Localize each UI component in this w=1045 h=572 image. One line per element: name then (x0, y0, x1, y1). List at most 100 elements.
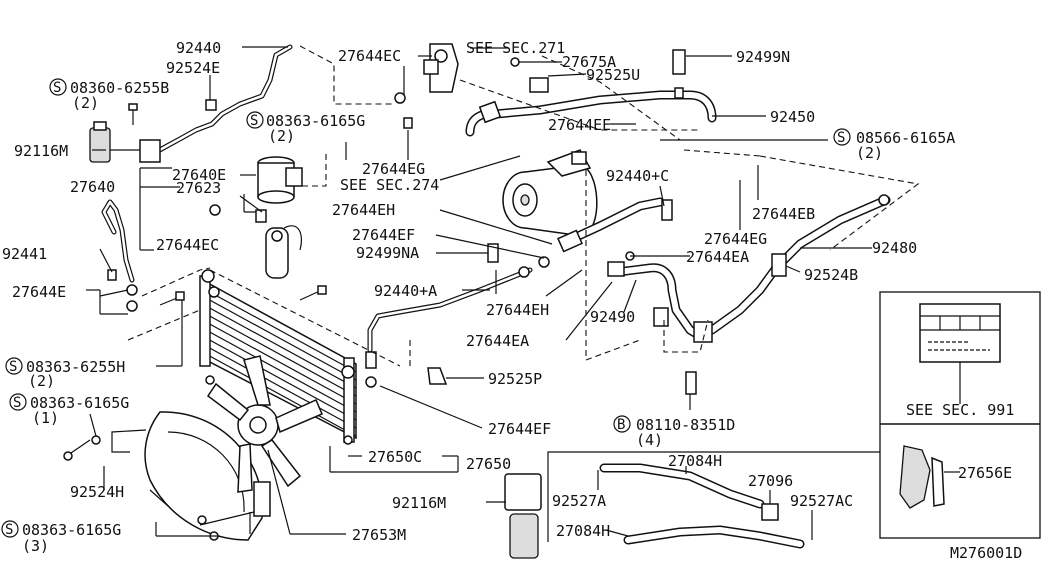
evaporator-bracket-drawing (394, 43, 549, 129)
label-27640E: 27640E (172, 166, 226, 184)
label-see-sec-991: SEE SEC. 991 (906, 401, 1014, 419)
screw-symbol: S (1, 520, 19, 538)
condenser-drawing (199, 269, 357, 445)
label-qty-3: (3) (22, 537, 49, 555)
label-27084H: 27084H (668, 452, 722, 470)
bracket-92525P-drawing (427, 367, 448, 385)
label-27650C: 27650C (368, 448, 422, 466)
label-92116M: 92116M (14, 142, 68, 160)
label-qty-4: (4) (636, 431, 663, 449)
label-27653M: 27653M (352, 526, 406, 544)
label-92499N: 92499N (736, 48, 790, 66)
hose-92450-drawing (465, 90, 717, 137)
label-08566-6165A: 08566-6165A (856, 129, 955, 147)
hose-92440-drawing (153, 44, 293, 155)
label-27644EH: 27644EH (332, 201, 395, 219)
label-92524H: 92524H (70, 483, 124, 501)
label-27644EF-b: 27644EF (488, 420, 551, 438)
sensor-92116M-lower-drawing (504, 473, 542, 559)
label-92450: 92450 (770, 108, 815, 126)
label-92116M-b: 92116M (392, 494, 446, 512)
label-92441: 92441 (2, 245, 47, 263)
fan-shroud-drawing (111, 411, 271, 541)
label-92525U: 92525U (586, 66, 640, 84)
receiver-27640-drawing (209, 156, 303, 279)
label-08363-6165G-bot: 08363-6165G (22, 521, 121, 539)
leader-lines (86, 46, 961, 540)
svg-text:B: B (617, 417, 625, 433)
label-27096: 27096 (748, 472, 793, 490)
label-08363-6165G-top: 08363-6165G (266, 112, 365, 130)
panel-hoses-outline (547, 451, 880, 542)
valve-92499N-drawing (672, 49, 686, 99)
screw-symbol: S (5, 357, 23, 375)
label-diagram-code: M276001D (950, 544, 1022, 562)
label-27644EF: 27644EF (352, 226, 415, 244)
label-27644EG-b: 27644EG (704, 230, 767, 248)
label-27650: 27650 (466, 455, 511, 473)
label-27644EE: 27644EE (548, 116, 611, 134)
hose-27084H-upper-drawing (599, 463, 779, 521)
label-92480: 92480 (872, 239, 917, 257)
compressor-drawing (502, 149, 598, 237)
label-qty-1: (1) (32, 409, 59, 427)
screw-symbol: S (833, 128, 851, 146)
label-27675A: 27675A (562, 53, 616, 71)
label-see-sec-271: SEE SEC.271 (466, 39, 565, 57)
label-27084H-b: 27084H (556, 522, 610, 540)
label-92440: 92440 (176, 39, 221, 57)
svg-text:S: S (250, 113, 258, 129)
label-27640: 27640 (70, 178, 115, 196)
svg-text:S: S (53, 80, 61, 96)
label-qty-2: (2) (28, 372, 55, 390)
part-labels: 92440 92524E 08360-6255B (2) 92116M 2764… (2, 39, 1022, 562)
label-27644EA: 27644EA (686, 248, 749, 266)
svg-text:S: S (9, 359, 17, 375)
label-27644EC-top: 27644EC (338, 47, 401, 65)
label-27656E: 27656E (958, 464, 1012, 482)
label-27644EA-b: 27644EA (466, 332, 529, 350)
label-qty-2: (2) (268, 127, 295, 145)
label-08363-6165G-mid: 08363-6165G (30, 394, 129, 412)
bolt-symbol: B (613, 415, 631, 433)
hose-27084H-lower-drawing (623, 525, 805, 549)
bolt-08110-drawing (685, 371, 697, 395)
fan-27653M-drawing (206, 355, 323, 493)
panel-27656E (879, 423, 1041, 539)
label-08363-6255H: 08363-6255H (26, 358, 125, 376)
pipe-92441-drawing (101, 199, 138, 312)
label-27644EB: 27644EB (752, 205, 815, 223)
bolt-icon (63, 439, 91, 461)
label-27623: 27623 (176, 179, 221, 197)
label-qty-2: (2) (856, 144, 883, 162)
label-92524B: 92524B (804, 266, 858, 284)
label-27644EC-mid: 27644EC (156, 236, 219, 254)
label-08360-6255B: 08360-6255B (70, 79, 169, 97)
label-92490: 92490 (590, 308, 635, 326)
label-see-sec-274: SEE SEC.274 (340, 176, 439, 194)
label-92440-C: 92440+C (606, 167, 669, 185)
screw-symbol: S (9, 393, 27, 411)
label-92527A: 92527A (552, 492, 606, 510)
bolt-icon (128, 103, 138, 125)
label-qty-2: (2) (72, 94, 99, 112)
label-27644EH-b: 27644EH (486, 301, 549, 319)
sensor-92116M-drawing (89, 121, 161, 163)
bolt-icon (159, 291, 185, 306)
svg-text:S: S (5, 522, 13, 538)
label-92440-A: 92440+A (374, 282, 437, 300)
warning-label-drawing (919, 303, 1001, 363)
label-92527AC: 92527AC (790, 492, 853, 510)
hose-92490-drawing (607, 251, 705, 341)
label-92525P: 92525P (488, 370, 542, 388)
hose-92440C-drawing (538, 197, 673, 268)
svg-text:S: S (837, 130, 845, 146)
clip-27656E-drawing (899, 445, 945, 509)
hose-92480-drawing (693, 194, 891, 343)
dashed-guides (127, 45, 920, 368)
clip-92524E-drawing (205, 99, 217, 111)
svg-text:S: S (13, 395, 21, 411)
label-92524E: 92524E (166, 59, 220, 77)
label-27644E: 27644E (12, 283, 66, 301)
label-92499NA: 92499NA (356, 244, 419, 262)
